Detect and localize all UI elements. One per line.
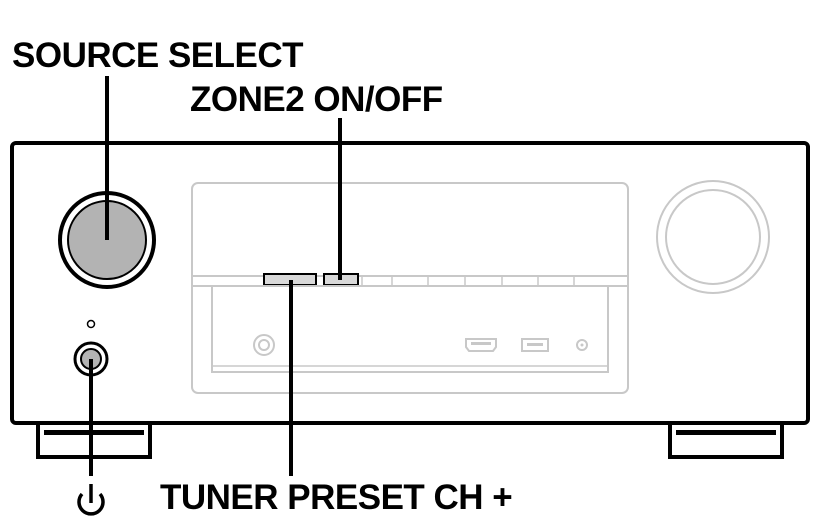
left-foot	[36, 421, 152, 459]
front-button-row	[361, 276, 575, 286]
setup-mic-jack-icon	[576, 339, 588, 351]
lower-compartment	[211, 285, 609, 373]
tuner-preset-label: TUNER PRESET CH +	[160, 478, 513, 517]
right-foot	[668, 421, 784, 459]
zone2-label: ZONE2 ON/OFF	[190, 80, 443, 119]
display-panel	[191, 182, 629, 394]
status-led	[86, 319, 96, 329]
power-icon	[77, 484, 105, 516]
usb-port-icon	[521, 338, 549, 352]
source-select-label: SOURCE SELECT	[12, 36, 304, 75]
phones-jack-icon	[253, 334, 275, 356]
master-volume-knob[interactable]	[656, 180, 770, 294]
hdmi-port-icon	[465, 338, 497, 352]
